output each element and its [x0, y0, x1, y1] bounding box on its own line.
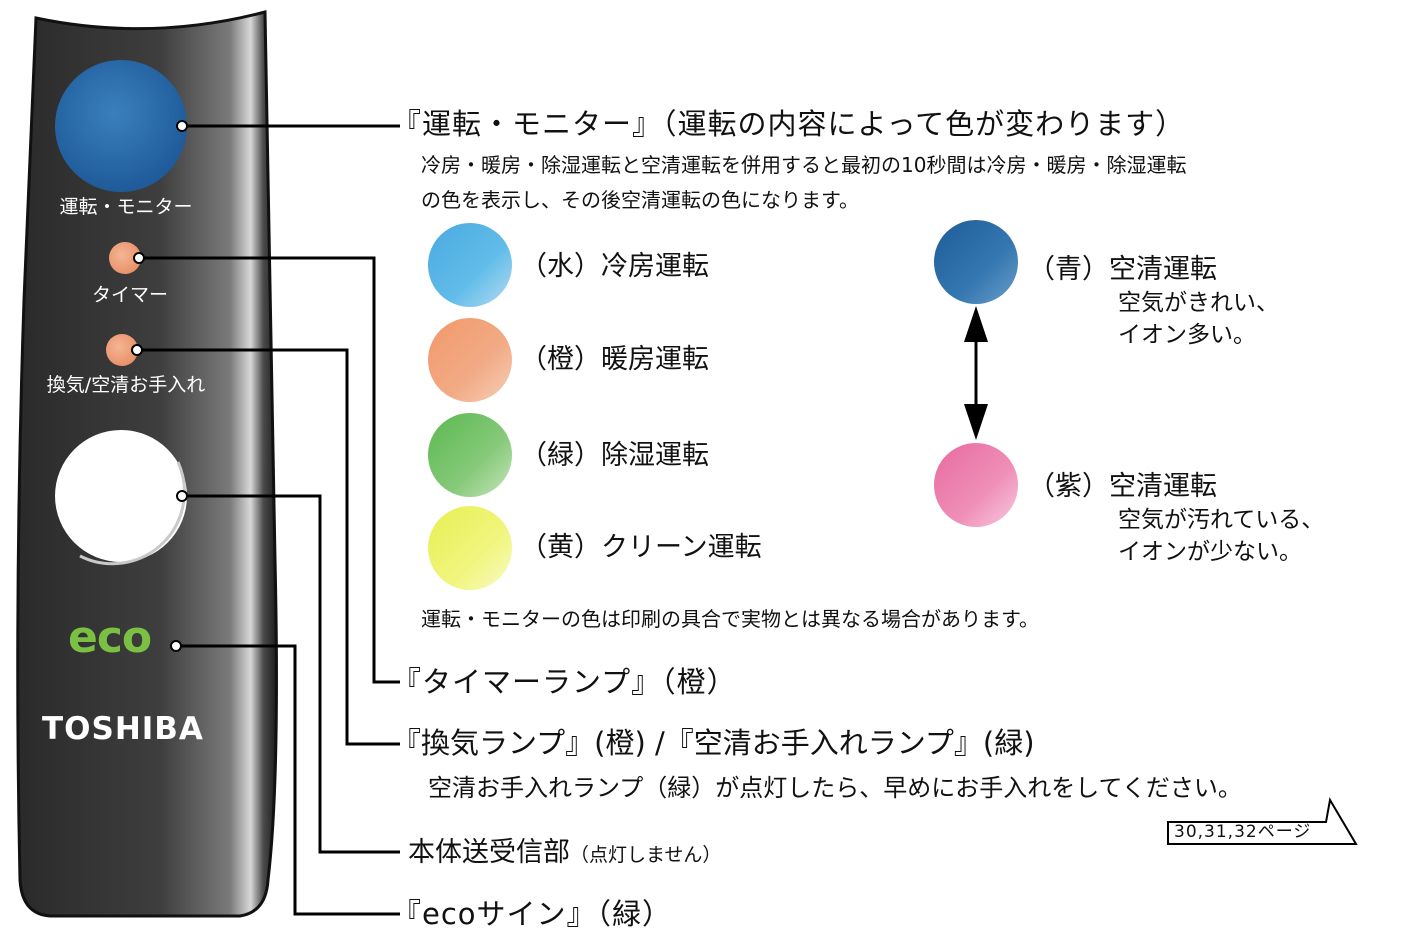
- page-reference: 30,31,32ページ: [1174, 822, 1312, 842]
- mode-dehumidify-label: （緑）除湿運転: [520, 440, 709, 471]
- air-blue-label: （青）空清運転: [1028, 254, 1217, 285]
- swatch-air-blue: [934, 220, 1018, 304]
- receiver-callout-line: [182, 494, 400, 854]
- vent-callout-title: 『換気ランプ』(橙) /『空清お手入れランプ』(緑): [392, 726, 1035, 760]
- mode-cooling-label: （水）冷房運転: [520, 251, 709, 282]
- mode-clean-label: （黄）クリーン運転: [520, 532, 762, 563]
- vent-lamp: [106, 334, 138, 366]
- color-disclaimer: 運転・モニターの色は印刷の具合で実物とは異なる場合があります。: [421, 607, 1039, 631]
- panel-monitor-label: 運転・モニター: [59, 196, 193, 218]
- double-arrow: [964, 306, 988, 440]
- swatch-clean: [428, 506, 512, 590]
- page-ref-tab: [1167, 797, 1358, 845]
- timer-callout-line: [139, 256, 400, 684]
- panel-vent-label: 換気/空清お手入れ: [46, 374, 206, 396]
- receiver-ring: [79, 461, 186, 566]
- vent-callout-line: [137, 348, 400, 746]
- swatch-heating: [428, 318, 512, 402]
- swatch-air-purple: [934, 443, 1018, 527]
- air-blue-desc2: イオン多い。: [1118, 322, 1256, 348]
- timer-lamp: [109, 242, 141, 274]
- swatch-dehumidify: [428, 413, 512, 497]
- air-purple-label: （紫）空清運転: [1028, 471, 1217, 502]
- callout-lines: [137, 124, 400, 916]
- eco-logo: eco: [68, 612, 152, 663]
- mode-heating-label: （橙）暖房運転: [520, 344, 709, 375]
- receiver-callout: 本体送受信部（点灯しません）: [408, 839, 721, 866]
- monitor-note-line2: の色を表示し、その後空清運転の色になります。: [421, 188, 859, 212]
- air-purple-desc1: 空気が汚れている、: [1118, 507, 1325, 533]
- swatch-cooling: [428, 223, 512, 307]
- timer-callout-title: 『タイマーランプ』（橙）: [392, 665, 737, 699]
- air-purple-desc2: イオンが少ない。: [1118, 539, 1302, 565]
- receiver-main-label: 本体送受信部: [408, 837, 570, 868]
- air-blue-desc1: 空気がきれい、: [1118, 290, 1279, 316]
- callout-dots: [131, 120, 188, 652]
- brand-logo: TOSHIBA: [42, 711, 204, 747]
- monitor-note-line1: 冷房・暖房・除湿運転と空清運転を併用すると最初の10秒間は冷房・暖房・除湿運転: [421, 153, 1187, 177]
- monitor-button[interactable]: [55, 60, 187, 192]
- receiver-sub-label: （点灯しません）: [570, 844, 722, 866]
- panel-timer-label: タイマー: [91, 284, 168, 306]
- vent-note: 空清お手入れランプ（緑）が点灯したら、早めにお手入れをしてください。: [428, 774, 1242, 802]
- eco-callout-title: 『ecoサイン』（緑）: [392, 897, 673, 931]
- eco-callout-line: [176, 644, 400, 916]
- monitor-callout-title: 『運転・モニター』（運転の内容によって色が変わります）: [392, 107, 1186, 141]
- receiver-window: [55, 430, 187, 562]
